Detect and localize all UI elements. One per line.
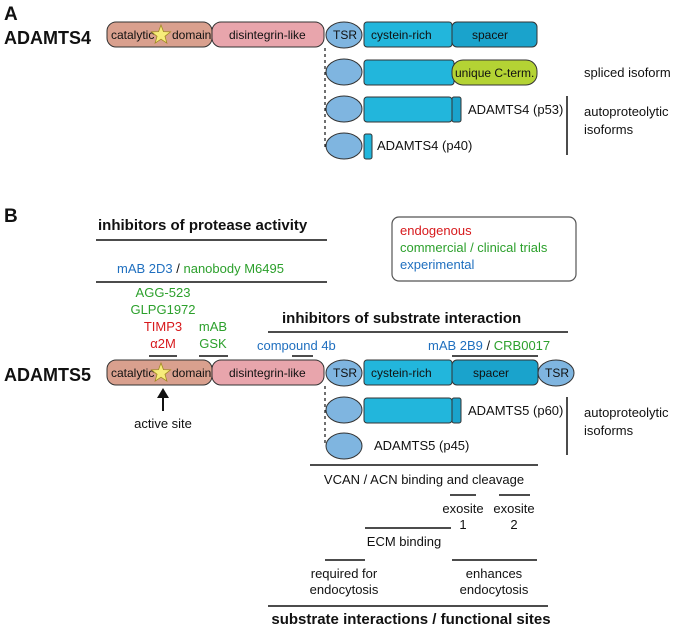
exosite-1-label-a: exosite [442, 501, 483, 516]
adamts5-cysteine-text: cystein-rich [371, 366, 432, 380]
adamts5-tsr2-text: TSR [545, 366, 569, 380]
p53-tsr-domain [325, 95, 363, 123]
adamts5-tsr2-domain [537, 359, 575, 387]
ecm-binding-label: ECM binding [367, 534, 441, 549]
inhibitor-alpha2m: α2M [150, 336, 176, 351]
adamts5-disintegrin-domain [211, 359, 325, 386]
adamts4-disintegrin-text: disintegrin-like [229, 28, 306, 42]
adamts4-p40-label: ADAMTS4 (p40) [377, 138, 472, 153]
p60-tsr-domain [325, 396, 363, 424]
adamts4-label: ADAMTS4 [4, 28, 91, 48]
adamts4-spacer-domain [451, 21, 538, 48]
p40-tsr-domain [325, 132, 363, 160]
active-site-arrow-icon [157, 388, 169, 398]
adamts5-catalytic-text-left: catalytic [111, 366, 154, 380]
inhibitor-agg-523: AGG-523 [136, 285, 191, 300]
adamts4-autoproteolytic-label-2: isoforms [584, 122, 634, 137]
vcan-acn-label: VCAN / ACN binding and cleavage [324, 472, 524, 487]
p60-cysteine-domain [363, 397, 453, 424]
protease-inhibitors-list: mAB 2D3 / nanobody M6495 [117, 261, 284, 276]
p60-spacer-stub [451, 397, 462, 424]
substrate-inhibitors-list: mAB 2B9 / CRB0017 [428, 338, 550, 353]
spliced-tsr-domain [325, 58, 363, 86]
compound-4b: compound 4b [257, 338, 336, 353]
spliced-isoform-label: spliced isoform [584, 65, 671, 80]
adamts5-p45-label: ADAMTS5 (p45) [374, 438, 469, 453]
nanobody-m6495: nanobody M6495 [183, 261, 283, 276]
substrate-inhibitors-heading: inhibitors of substrate interaction [282, 310, 521, 327]
adamts4-spacer-text: spacer [472, 28, 508, 42]
mab-gsk-line-2: GSK [199, 336, 227, 351]
adamts5-catalytic-text-right: domain [172, 366, 211, 380]
protease-inhibitors-heading: inhibitors of protease activity [98, 217, 308, 234]
adamts4-p53-label: ADAMTS4 (p53) [468, 102, 563, 117]
active-site-label: active site [134, 416, 192, 431]
adamts4-catalytic-text-right: domain [172, 28, 211, 42]
legend-experimental: experimental [400, 257, 475, 272]
exosite-1-label-b: 1 [459, 517, 466, 532]
slash-2: / [483, 338, 494, 353]
enhances-label: enhances [466, 566, 523, 581]
adamts4-cysteine-text: cystein-rich [371, 28, 432, 42]
adamts4-active-site-star-icon [150, 23, 172, 45]
spliced-unique-text: unique C-term. [455, 66, 534, 80]
adamts5-disintegrin-text: disintegrin-like [229, 366, 306, 380]
crb0017: CRB0017 [494, 338, 550, 353]
spliced-unique-cterm-domain [451, 59, 538, 86]
adamts4-tsr-domain [325, 21, 363, 49]
enhances-endocytosis-label: endocytosis [460, 582, 529, 597]
required-for-label: required for [311, 566, 378, 581]
panel-b-letter: B [4, 206, 18, 227]
legend-box [391, 216, 577, 282]
exosite-2-label-b: 2 [510, 517, 517, 532]
adamts5-label: ADAMTS5 [4, 365, 91, 385]
adamts5-p60-label: ADAMTS5 (p60) [468, 403, 563, 418]
inhibitor-glpg1972: GLPG1972 [130, 302, 195, 317]
p53-cysteine-domain [363, 96, 453, 123]
functional-sites-heading: substrate interactions / functional site… [271, 611, 550, 628]
mab-2b9: mAB 2B9 [428, 338, 483, 353]
legend-commercial: commercial / clinical trials [400, 240, 548, 255]
p53-spacer-stub [451, 96, 462, 123]
mab-2d3: mAB 2D3 [117, 261, 173, 276]
p45-tsr-domain [325, 432, 363, 460]
adamts5-tsr1-text: TSR [333, 366, 357, 380]
p40-cysteine-stub [363, 133, 373, 160]
slash-1: / [173, 261, 184, 276]
panel-a-letter: A [4, 4, 18, 25]
adamts4-tsr-text: TSR [333, 28, 357, 42]
adamts4-autoproteolytic-label-1: autoproteolytic [584, 104, 669, 119]
adamts4-disintegrin-domain [211, 21, 325, 48]
adamts5-autoproteolytic-label-1: autoproteolytic [584, 405, 669, 420]
adamts4-catalytic-text-left: catalytic [111, 28, 154, 42]
adamts5-tsr1-domain [325, 359, 363, 387]
spliced-cysteine-domain [363, 59, 455, 86]
legend-endogenous: endogenous [400, 223, 472, 238]
mab-gsk-line-1: mAB [199, 319, 227, 334]
exosite-2-label-a: exosite [493, 501, 534, 516]
adamts5-active-site-star-icon [150, 361, 172, 383]
adamts5-autoproteolytic-label-2: isoforms [584, 423, 634, 438]
inhibitor-timp3: TIMP3 [144, 319, 182, 334]
adamts5-spacer-text: spacer [473, 366, 509, 380]
required-endocytosis-label: endocytosis [310, 582, 379, 597]
